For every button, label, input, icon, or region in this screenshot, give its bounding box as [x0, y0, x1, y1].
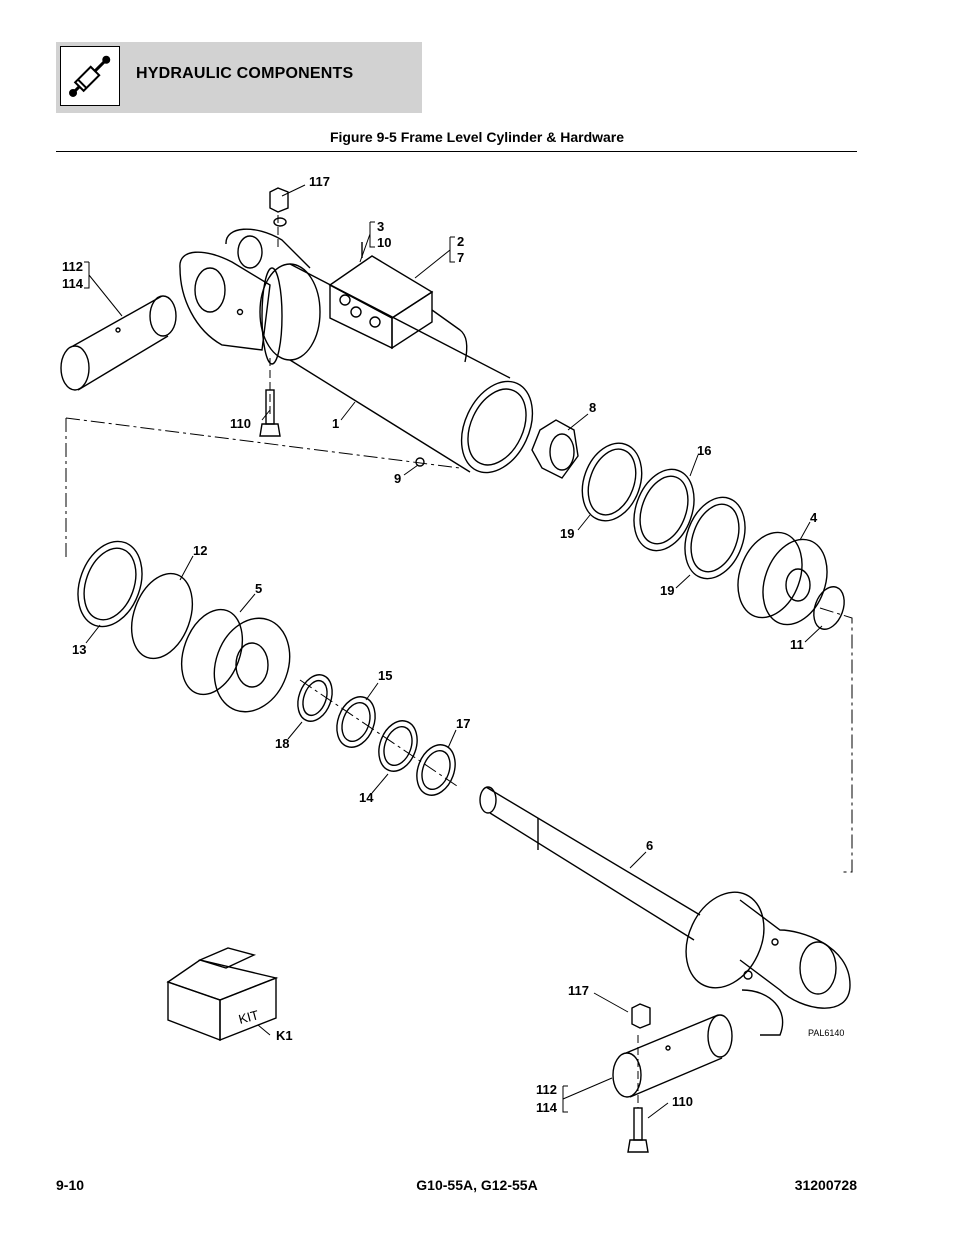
valve-block	[328, 242, 468, 363]
seal-16	[633, 468, 695, 552]
callout-3: 3	[377, 219, 384, 234]
callout-4: 4	[810, 510, 818, 525]
cylinder-barrel	[259, 263, 534, 474]
seal-14	[378, 720, 418, 772]
gland-5	[180, 608, 291, 713]
hydraulic-cylinder-icon	[60, 46, 120, 106]
callout-110-top: 110	[230, 416, 251, 431]
rod-6	[479, 786, 765, 989]
wiper-17	[416, 744, 456, 796]
kit-label: KIT	[237, 1007, 260, 1027]
drawing-code: PAL6140	[808, 1028, 844, 1038]
callout-16: 16	[697, 443, 711, 458]
callout-5: 5	[255, 581, 262, 596]
pin-upper	[60, 295, 177, 391]
callout-13: 13	[72, 642, 86, 657]
document-number: 31200728	[794, 1177, 857, 1193]
callout-12: 12	[193, 543, 207, 558]
callout-17: 17	[456, 716, 470, 731]
callout-18: 18	[275, 736, 289, 751]
bolt-117-top	[269, 187, 289, 227]
callout-112-bottom: 112	[536, 1082, 557, 1097]
model-numbers: G10-55A, G12-55A	[416, 1177, 538, 1193]
callout-K1: K1	[276, 1028, 293, 1043]
callout-2: 2	[457, 234, 464, 249]
oring-12	[130, 572, 194, 660]
callout-8: 8	[589, 400, 596, 415]
callout-117-top: 117	[309, 174, 330, 189]
bolt-117-bottom	[631, 1003, 651, 1029]
pin-lower	[612, 1014, 733, 1098]
page-number: 9-10	[56, 1177, 85, 1193]
callout-19-upper: 19	[560, 526, 574, 541]
nut-8	[531, 419, 579, 479]
bolt-110-upper	[259, 389, 281, 437]
callout-14: 14	[359, 790, 374, 805]
title-rule	[56, 151, 857, 152]
callout-117-bottom: 117	[568, 983, 589, 998]
callout-7: 7	[457, 250, 464, 265]
callout-9: 9	[394, 471, 401, 486]
callout-11: 11	[790, 637, 804, 652]
bolt-110-lower	[627, 1107, 649, 1153]
callout-1: 1	[332, 416, 339, 431]
callout-112-top: 112	[62, 259, 83, 274]
callout-110-bottom: 110	[672, 1094, 693, 1109]
figure-title: Figure 9-5 Frame Level Cylinder & Hardwa…	[329, 129, 625, 145]
callout-6: 6	[646, 838, 653, 853]
fitting-9	[415, 457, 425, 467]
callout-114-bottom: 114	[536, 1100, 558, 1115]
callout-10: 10	[377, 235, 391, 250]
bushing-18	[297, 674, 333, 722]
callout-15: 15	[378, 668, 392, 683]
rod-clevis	[739, 899, 851, 1036]
section-title: HYDRAULIC COMPONENTS	[136, 65, 354, 82]
seal-15	[336, 696, 376, 748]
kit-box	[166, 947, 279, 1042]
seal-13	[77, 540, 143, 628]
wear-ring-19a	[581, 442, 643, 522]
base-clevis	[179, 228, 311, 351]
callout-19-lower: 19	[660, 583, 674, 598]
wear-ring-19b	[684, 496, 746, 580]
oring-11	[813, 586, 845, 630]
callout-114-top: 114	[62, 276, 84, 291]
